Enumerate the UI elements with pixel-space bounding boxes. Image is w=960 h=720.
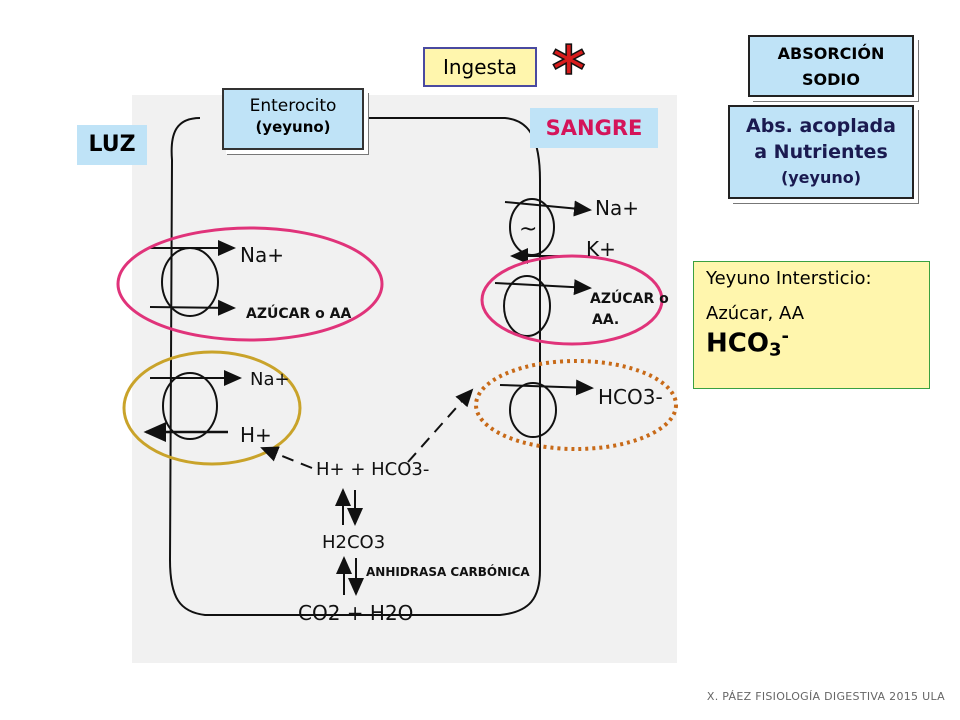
pump-symbol: ~ bbox=[519, 217, 537, 242]
pink-highlight-basolateral bbox=[480, 254, 664, 346]
baso-hco3-label: HCO3- bbox=[598, 385, 663, 409]
baso-sugar-label-2: AA. bbox=[592, 312, 619, 328]
reaction-mid: H2CO3 bbox=[322, 532, 385, 553]
enterocyte-label: Enterocito (yeyuno) bbox=[222, 88, 364, 150]
sodium-absorption-line1: ABSORCIÓN bbox=[777, 44, 885, 63]
basolateral-sugar-transporter bbox=[503, 275, 551, 337]
coupled-absorption-line1: Abs. acoplada bbox=[746, 115, 896, 137]
orange-dotted-highlight bbox=[474, 359, 678, 451]
coupled-absorption-box: Abs. acoplada a Nutrientes (yeyuno) bbox=[728, 105, 914, 199]
interstitium-box: Yeyuno Intersticio: Azúcar, AA HCO3- bbox=[693, 261, 930, 389]
basolateral-hco3-transporter bbox=[509, 382, 557, 438]
enterocyte-subtitle: (yeyuno) bbox=[255, 118, 331, 136]
olive-highlight-apical bbox=[122, 350, 302, 466]
apical-sugar-label: AZÚCAR o AA bbox=[246, 304, 351, 322]
reaction-bottom: CO2 + H2O bbox=[298, 601, 413, 625]
interstitium-ion: HCO3- bbox=[706, 326, 917, 361]
coupled-absorption-line2: a Nutrientes bbox=[754, 141, 888, 163]
asterisk-icon: * bbox=[552, 34, 585, 108]
enterocyte-title: Enterocito bbox=[249, 96, 337, 116]
ion-subscript: 3 bbox=[768, 339, 782, 361]
apical-na2-label: Na+ bbox=[250, 369, 290, 390]
baso-na-label: Na+ bbox=[595, 196, 639, 220]
lumen-label: LUZ bbox=[77, 125, 147, 165]
pink-highlight-apical bbox=[116, 226, 384, 342]
enzyme-label: ANHIDRASA CARBÓNICA bbox=[366, 564, 530, 579]
ion-superscript: - bbox=[781, 326, 789, 347]
ingesta-label: Ingesta bbox=[423, 47, 537, 87]
ion-base: HCO bbox=[706, 328, 769, 359]
coupled-absorption-sub: (yeyuno) bbox=[780, 168, 862, 187]
interstitium-title: Yeyuno Intersticio: bbox=[706, 268, 872, 289]
reaction-top: H+ + HCO3- bbox=[316, 459, 429, 480]
interstitium-nutrients: Azúcar, AA bbox=[706, 303, 805, 324]
apical-h-label: H+ bbox=[240, 423, 272, 447]
apical-transporter-na-h bbox=[162, 372, 218, 440]
sodium-absorption-line2: SODIO bbox=[802, 70, 860, 89]
footer-credit: X. PÁEZ FISIOLOGÍA DIGESTIVA 2015 ULA bbox=[706, 690, 945, 703]
baso-sugar-label-1: AZÚCAR o bbox=[590, 289, 669, 307]
sodium-absorption-box: ABSORCIÓN SODIO bbox=[748, 35, 914, 97]
apical-na-label: Na+ bbox=[240, 243, 284, 267]
baso-k-label: K+ bbox=[586, 237, 616, 261]
blood-label: SANGRE bbox=[530, 108, 658, 148]
